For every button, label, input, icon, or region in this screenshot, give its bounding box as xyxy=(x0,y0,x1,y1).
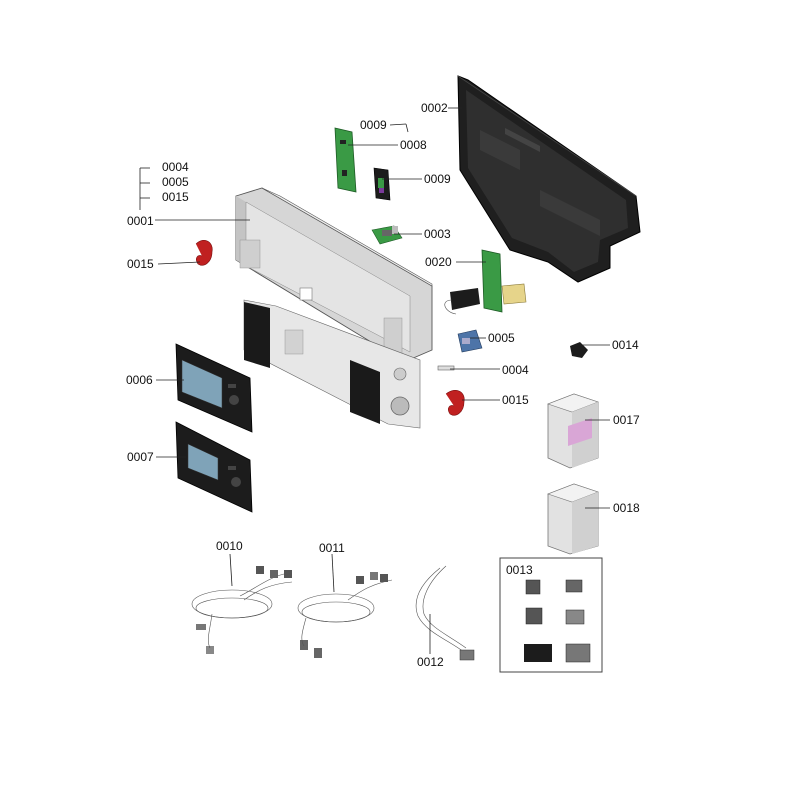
label-0010: 0010 xyxy=(216,539,243,553)
part-clip-0015-right xyxy=(445,390,465,416)
part-main-housing xyxy=(235,187,433,429)
part-clip-0014 xyxy=(570,342,588,358)
part-connector-set-0013 xyxy=(499,557,603,673)
part-pcb-board-0008 xyxy=(334,127,357,193)
part-connector-0005 xyxy=(457,329,483,353)
label-0018: 0018 xyxy=(613,501,640,515)
part-module-0018 xyxy=(547,483,599,555)
label-0004: 0004 xyxy=(502,363,529,377)
label-0020: 0020 xyxy=(425,255,452,269)
part-clip-0015-left xyxy=(195,240,213,266)
label-0005-group: 0005 xyxy=(162,175,189,189)
label-0014: 0014 xyxy=(612,338,639,352)
part-labels: 0001 0002 0003 0004 0005 0015 0004 0005 … xyxy=(126,101,640,669)
label-0012: 0012 xyxy=(417,655,444,669)
part-module-0009 xyxy=(373,167,391,201)
part-module-0017 xyxy=(547,393,599,469)
label-0001: 0001 xyxy=(127,214,154,228)
label-0007: 0007 xyxy=(127,450,154,464)
part-harness-0010 xyxy=(191,566,293,654)
part-pcb-0020 xyxy=(444,249,527,315)
label-0006: 0006 xyxy=(126,373,153,387)
label-0013: 0013 xyxy=(506,563,533,577)
label-0017: 0017 xyxy=(613,413,640,427)
label-0002: 0002 xyxy=(421,101,448,115)
label-0015: 0015 xyxy=(502,393,529,407)
label-0004-group: 0004 xyxy=(162,160,189,174)
part-back-panel xyxy=(457,75,641,283)
part-pcb-0003 xyxy=(371,225,403,245)
label-0005: 0005 xyxy=(488,331,515,345)
part-display-0006 xyxy=(175,343,253,433)
label-0003: 0003 xyxy=(424,227,451,241)
label-0009-top: 0009 xyxy=(360,118,387,132)
part-cable-0012 xyxy=(415,565,475,661)
part-display-0007 xyxy=(175,421,253,513)
leader-lines xyxy=(139,107,610,654)
label-0009: 0009 xyxy=(424,172,451,186)
label-0015-group: 0015 xyxy=(162,190,189,204)
part-fuse-0004 xyxy=(437,365,455,371)
part-harness-0011 xyxy=(297,572,393,658)
label-0011: 0011 xyxy=(319,541,345,555)
label-0008: 0008 xyxy=(400,138,427,152)
label-0015-left: 0015 xyxy=(127,257,154,271)
